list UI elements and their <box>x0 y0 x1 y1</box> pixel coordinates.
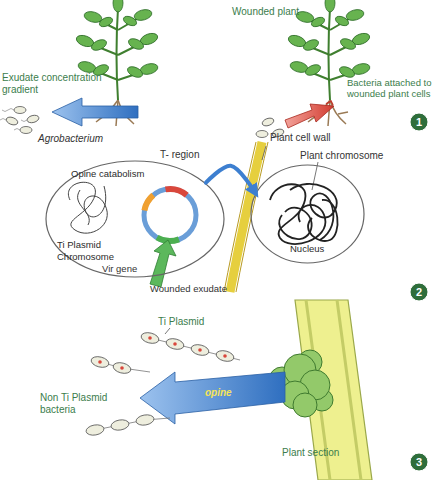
plant-chromosome-tangle <box>290 184 337 240</box>
plasmid-dot <box>98 336 227 370</box>
flagellum <box>2 109 14 112</box>
plasmid-dot <box>198 348 202 352</box>
bacterium-cell <box>112 361 132 375</box>
callout-disc <box>410 283 428 301</box>
t-region-segment <box>166 189 187 195</box>
part-label: Plant chromosome <box>300 150 400 162</box>
bacterium-cell <box>5 107 40 134</box>
exudate-arrow <box>52 98 138 126</box>
leader-line <box>165 328 170 334</box>
exudate-signal-arrow <box>150 240 176 287</box>
ti-plasmid-ring <box>144 189 196 241</box>
panel-one <box>0 0 371 138</box>
part-label: Nucleus <box>290 244 324 255</box>
bacterium-cell <box>85 331 235 437</box>
opine-arrow <box>140 372 285 424</box>
bacterium-cell <box>26 114 39 124</box>
plant-chromosome-tangle <box>308 200 338 241</box>
panel-two <box>68 142 337 292</box>
bacterium-cell <box>165 337 185 351</box>
plasmid-dot <box>148 336 152 340</box>
bacterium-cell <box>5 116 19 127</box>
callout-number: 2 <box>409 282 429 302</box>
bacterium-cell <box>261 117 275 128</box>
cell-wall <box>230 142 262 292</box>
part-label: Agrobacterium <box>38 133 128 145</box>
part-label: Non Ti Plasmid bacteria <box>40 392 110 415</box>
callout-circle: 1 <box>409 112 429 132</box>
panel-three <box>85 300 372 480</box>
part-label: Wounded plant <box>232 6 322 18</box>
cell-outline <box>251 165 364 263</box>
bacterium-cell <box>14 107 26 114</box>
plasmid-dot <box>173 342 177 346</box>
wound-mark <box>326 101 333 105</box>
part-label: Plant cell wall <box>270 132 360 144</box>
part-label: Vir gene <box>102 264 162 275</box>
bacterium-cell <box>135 414 154 427</box>
plant-chromosome-tangle <box>279 208 311 239</box>
cell-ellipse: Opine catabolism Ti PlasmidChromosome <box>45 160 225 278</box>
bacterium-cell <box>20 127 32 134</box>
part-label: opine <box>205 387 255 399</box>
part-label: Wounded exudate <box>150 284 240 295</box>
part-label: Plant section <box>282 447 362 459</box>
part-label: Ti Plasmid <box>158 316 228 328</box>
edge-label: T- region <box>160 149 199 161</box>
bacteria-chain <box>95 338 240 430</box>
cell-outline <box>46 161 224 277</box>
flagellum <box>14 129 20 131</box>
bacteria-chain <box>150 338 240 360</box>
bacterium-cell <box>190 343 210 357</box>
plasmid-dot <box>120 366 124 370</box>
flagellum <box>21 120 27 122</box>
callout-circle: 2 <box>409 282 429 302</box>
bacterial-chromosome <box>68 182 107 233</box>
bacterium-cell <box>256 131 268 138</box>
cell-wall-edge <box>236 142 268 292</box>
callout-number: 1 <box>409 112 429 132</box>
callout-circle: 3 <box>409 452 429 472</box>
bacterium-cell <box>85 424 104 437</box>
part-label: Bacteria attached to wounded plant cells <box>347 78 439 100</box>
attachment-arrow <box>285 104 334 128</box>
flagellum <box>0 109 27 131</box>
crown-gall-tumor <box>293 393 317 417</box>
plasmid-dot <box>98 360 102 364</box>
bacterium-cell <box>90 355 110 369</box>
flagellum <box>0 119 6 121</box>
opine-segment <box>144 195 153 210</box>
plasmid-dot <box>223 354 227 358</box>
leader-line <box>262 146 266 160</box>
bacterium-cell <box>110 419 129 432</box>
part-label: Opine catabolism <box>71 169 144 180</box>
part-label: Ti Plasmid <box>57 240 101 251</box>
callout-disc <box>410 113 428 131</box>
plant-chromosome-tangle <box>270 184 338 244</box>
bacterium-cell <box>215 349 235 363</box>
callout-number: 3 <box>409 452 429 472</box>
part-label: Chromosome <box>57 252 114 263</box>
part-label: Exudate concentration gradient <box>2 72 114 95</box>
transfer-arrow <box>206 166 255 193</box>
cell-ellipse: Nucleus <box>250 164 365 264</box>
bacteria-chain <box>95 418 170 430</box>
bacterium-cell <box>140 331 160 345</box>
callout-disc <box>410 453 428 471</box>
